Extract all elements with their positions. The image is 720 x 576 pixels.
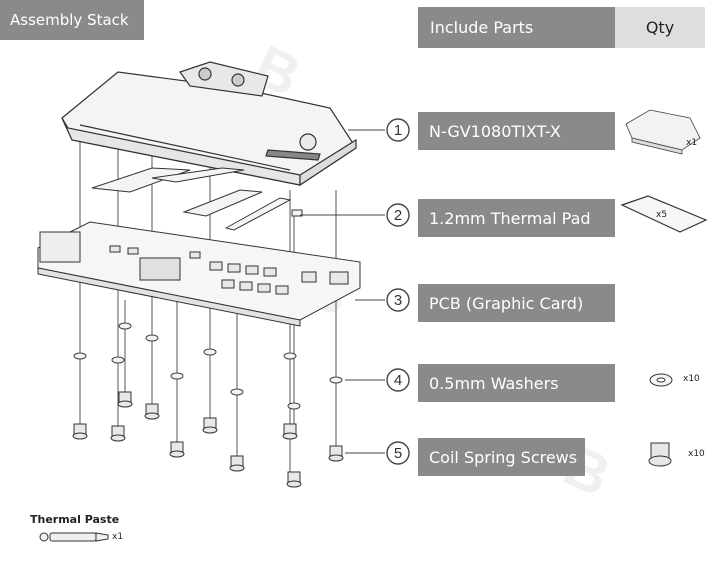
part-label-waterblock: N-GV1080TIXT-X — [418, 112, 615, 150]
waterblock-thumbnail — [625, 109, 701, 155]
qty-waterblock: x1 — [686, 138, 698, 148]
part-number-2: 2 — [394, 207, 402, 224]
water-block-illustration — [61, 61, 357, 187]
part-number-1: 1 — [394, 122, 402, 139]
screw-thumbnail — [648, 442, 672, 467]
qty-coil-spring-screws: x10 — [688, 449, 705, 459]
part-number-4: 4 — [394, 372, 402, 389]
coil-spring-screws-illustration — [72, 391, 344, 488]
washer-thumbnail — [649, 373, 673, 387]
assembly-stack-tag: Assembly Stack — [0, 0, 144, 40]
number-circle-2 — [386, 203, 410, 227]
include-parts-header: Include Parts — [418, 7, 615, 48]
qty-thermal-pad: x5 — [656, 210, 668, 220]
thermal-pads-illustration — [91, 167, 303, 231]
number-circle-5 — [386, 441, 410, 465]
thermal-pad-thumbnail — [620, 195, 708, 233]
part-label-pcb: PCB (Graphic Card) — [418, 284, 615, 322]
qty-washers: x10 — [683, 374, 700, 384]
part-number-circles — [386, 118, 410, 465]
leader-lines — [300, 129, 385, 454]
thermal-paste-thumbnail — [39, 532, 109, 542]
qty-header: Qty — [615, 7, 705, 48]
qty-thermal-paste: x1 — [112, 532, 124, 542]
number-circle-1 — [386, 118, 410, 142]
washers-illustration — [73, 322, 343, 410]
number-circle-3 — [386, 288, 410, 312]
part-label-thermal-pad: 1.2mm Thermal Pad — [418, 199, 615, 237]
part-label-washers: 0.5mm Washers — [418, 364, 615, 402]
part-label-coil-spring-screws: Coil Spring Screws — [418, 438, 585, 476]
part-number-3: 3 — [394, 292, 402, 309]
part-number-5: 5 — [394, 445, 402, 462]
part-number-texts: 1 2 3 4 5 — [394, 122, 402, 462]
pcb-illustration — [37, 221, 361, 327]
number-circle-4 — [386, 368, 410, 392]
thermal-paste-label: Thermal Paste — [30, 513, 120, 526]
